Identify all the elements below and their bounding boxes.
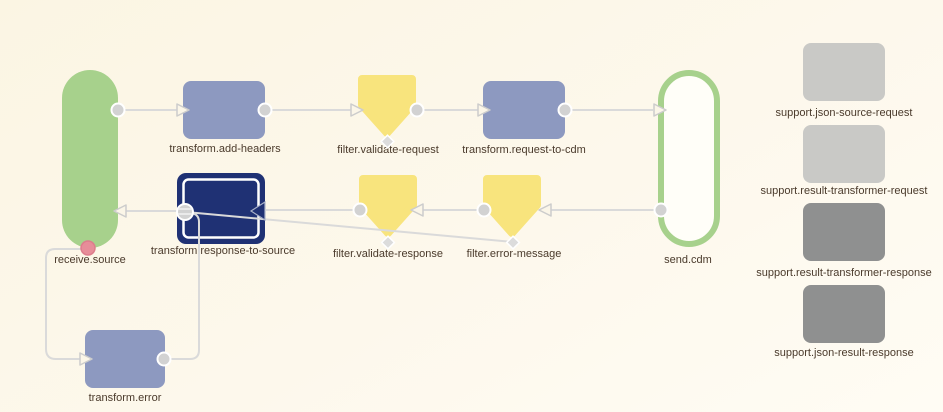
filter-shape[interactable] [358, 75, 416, 137]
edge-receive-error-to-transform-error [45, 248, 88, 360]
label-support-result-transformer-response: support.result-transformer-response [756, 267, 931, 279]
diamond-port-validate-request[interactable] [380, 134, 395, 149]
label-send-cdm: send.cdm [664, 254, 712, 266]
label-transform-add-headers: transform.add-headers [169, 143, 281, 155]
filter-shape[interactable] [359, 175, 417, 237]
port-request-to-cdm-out[interactable] [557, 102, 573, 118]
arrowhead-into-receive-source [113, 204, 127, 218]
support-shape[interactable] [803, 125, 885, 183]
inbound-endpoint-shape[interactable] [62, 70, 118, 248]
port-add-headers-out[interactable] [257, 102, 273, 118]
port-validate-response-out[interactable] [352, 202, 368, 218]
node-transform-add-headers[interactable] [183, 81, 265, 139]
label-filter-validate-request: filter.validate-request [337, 144, 439, 156]
label-filter-error-message: filter.error-message [467, 248, 562, 260]
transformer-shape[interactable] [85, 330, 165, 388]
node-filter-validate-response[interactable] [359, 175, 417, 237]
arrowhead-into-error-message [538, 203, 552, 217]
arrowheads [79, 103, 667, 366]
label-transform-response-to-source: transform.response-to-source [151, 245, 295, 257]
arrowhead-into-response-to-source [249, 200, 266, 222]
edge-transform-error-up [164, 211, 200, 360]
node-filter-error-message[interactable] [483, 175, 541, 237]
arrowhead-into-validate-response [410, 203, 424, 217]
node-support-result-transformer-request[interactable] [803, 125, 885, 183]
label-support-json-result-response: support.json-result-response [774, 347, 913, 359]
node-transform-error[interactable] [85, 330, 165, 388]
node-transform-request-to-cdm[interactable] [483, 81, 565, 139]
node-support-result-transformer-response[interactable] [803, 203, 885, 261]
node-filter-validate-request[interactable] [358, 75, 416, 137]
diamond-port-error-message[interactable] [505, 235, 521, 250]
arrowhead-into-transform-error [79, 352, 93, 366]
label-transform-error: transform.error [89, 392, 162, 404]
error-port-receive-source[interactable] [80, 240, 96, 256]
arrowhead-into-request-to-cdm [477, 103, 491, 117]
edge-error-message-reject-diagonal [185, 211, 514, 243]
arrowhead-into-validate-request [350, 103, 364, 117]
label-support-result-transformer-request: support.result-transformer-request [761, 185, 928, 197]
label-filter-validate-response: filter.validate-response [333, 248, 443, 260]
port-error-message-out[interactable] [476, 202, 492, 218]
port-receive-source-out[interactable] [110, 102, 126, 118]
port-validate-request-out[interactable] [409, 102, 425, 118]
port-response-to-source-junction[interactable] [176, 203, 194, 221]
node-support-json-source-request[interactable] [803, 43, 885, 101]
transformer-shape[interactable] [483, 81, 565, 139]
node-support-json-result-response[interactable] [803, 285, 885, 343]
diamond-port-validate-response[interactable] [380, 235, 396, 250]
label-support-json-source-request: support.json-source-request [776, 107, 913, 119]
node-receive-source[interactable] [62, 70, 118, 248]
label-transform-request-to-cdm: transform.request-to-cdm [462, 144, 585, 156]
filter-shape[interactable] [483, 175, 541, 237]
node-labels: receive.source transform.add-headers fil… [54, 107, 932, 404]
support-shape[interactable] [803, 43, 885, 101]
support-shape[interactable] [803, 285, 885, 343]
transformer-shape[interactable] [183, 81, 265, 139]
node-send-cdm[interactable] [658, 70, 720, 247]
label-receive-source: receive.source [54, 254, 126, 266]
port-transform-error-out[interactable] [156, 351, 172, 367]
arrowhead-into-send-cdm [653, 103, 667, 117]
outbound-endpoint-shape[interactable] [658, 70, 720, 247]
edges [45, 109, 661, 360]
arrowhead-into-add-headers [176, 103, 190, 117]
port-send-cdm-out[interactable] [653, 202, 669, 218]
connector-ports [80, 102, 669, 367]
support-shape[interactable] [803, 203, 885, 261]
